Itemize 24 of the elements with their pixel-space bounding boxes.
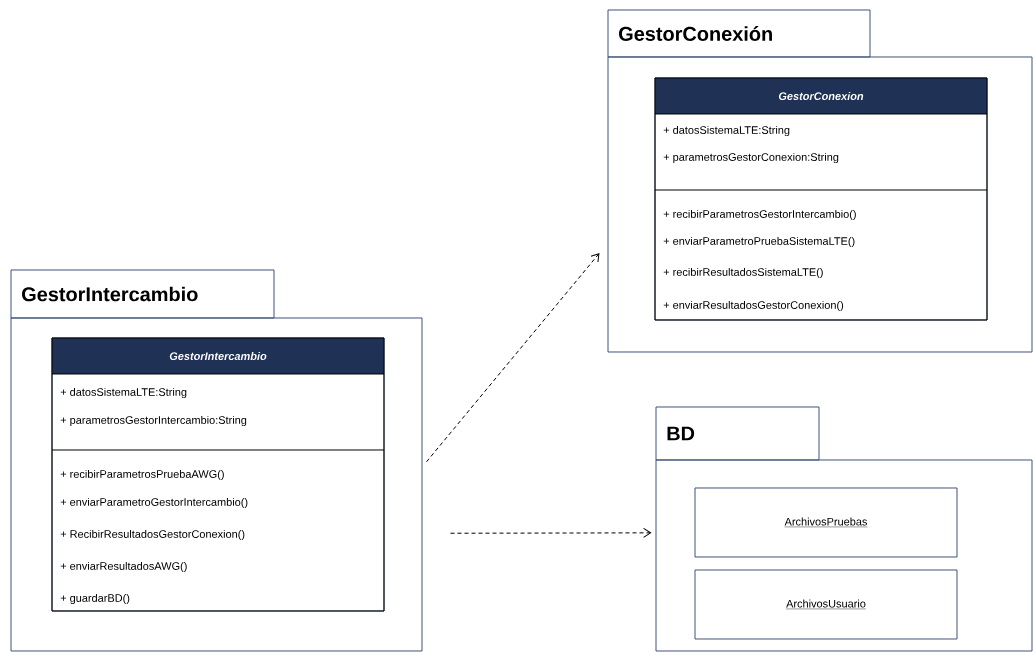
method-text: + enviarParametroGestorIntercambio()	[60, 497, 248, 509]
method-text: + enviarResultadosAWG()	[60, 561, 187, 573]
node-label: BD	[667, 426, 695, 441]
method-text: + RecibirResultadosGestorConexion()	[60, 529, 245, 541]
class-box	[654, 77, 988, 321]
attribute-text: + parametrosGestorIntercambio:String	[60, 415, 247, 427]
dependency-arrow	[426, 253, 600, 463]
method-text: + enviarParametroPruebaSistemaLTE()	[663, 236, 855, 248]
object-box: ArchivosPruebas	[694, 487, 958, 558]
method-text: + guardarBD()	[60, 593, 130, 605]
object-box: ArchivosUsuario	[694, 569, 958, 640]
method-text: + recibirParametrosPruebaAWG()	[60, 469, 224, 481]
node-label: GestorConexión	[619, 26, 772, 41]
node-label: GestorIntercambio	[22, 286, 198, 302]
method-text: + enviarResultadosGestorConexion()	[663, 300, 844, 312]
attribute-text: + datosSistemaLTE:String	[60, 387, 187, 399]
attribute-text: + datosSistemaLTE:String	[663, 125, 790, 137]
class-name: GestorIntercambio	[169, 351, 267, 360]
class-box	[51, 337, 385, 612]
class-name: GestorConexion	[778, 92, 864, 100]
method-text: + recibirParametrosGestorIntercambio()	[663, 209, 856, 221]
dependency-arrow	[450, 527, 652, 538]
method-text: + recibirResultadosSistemaLTE()	[663, 267, 823, 279]
attribute-text: + parametrosGestorConexion:String	[663, 152, 839, 164]
